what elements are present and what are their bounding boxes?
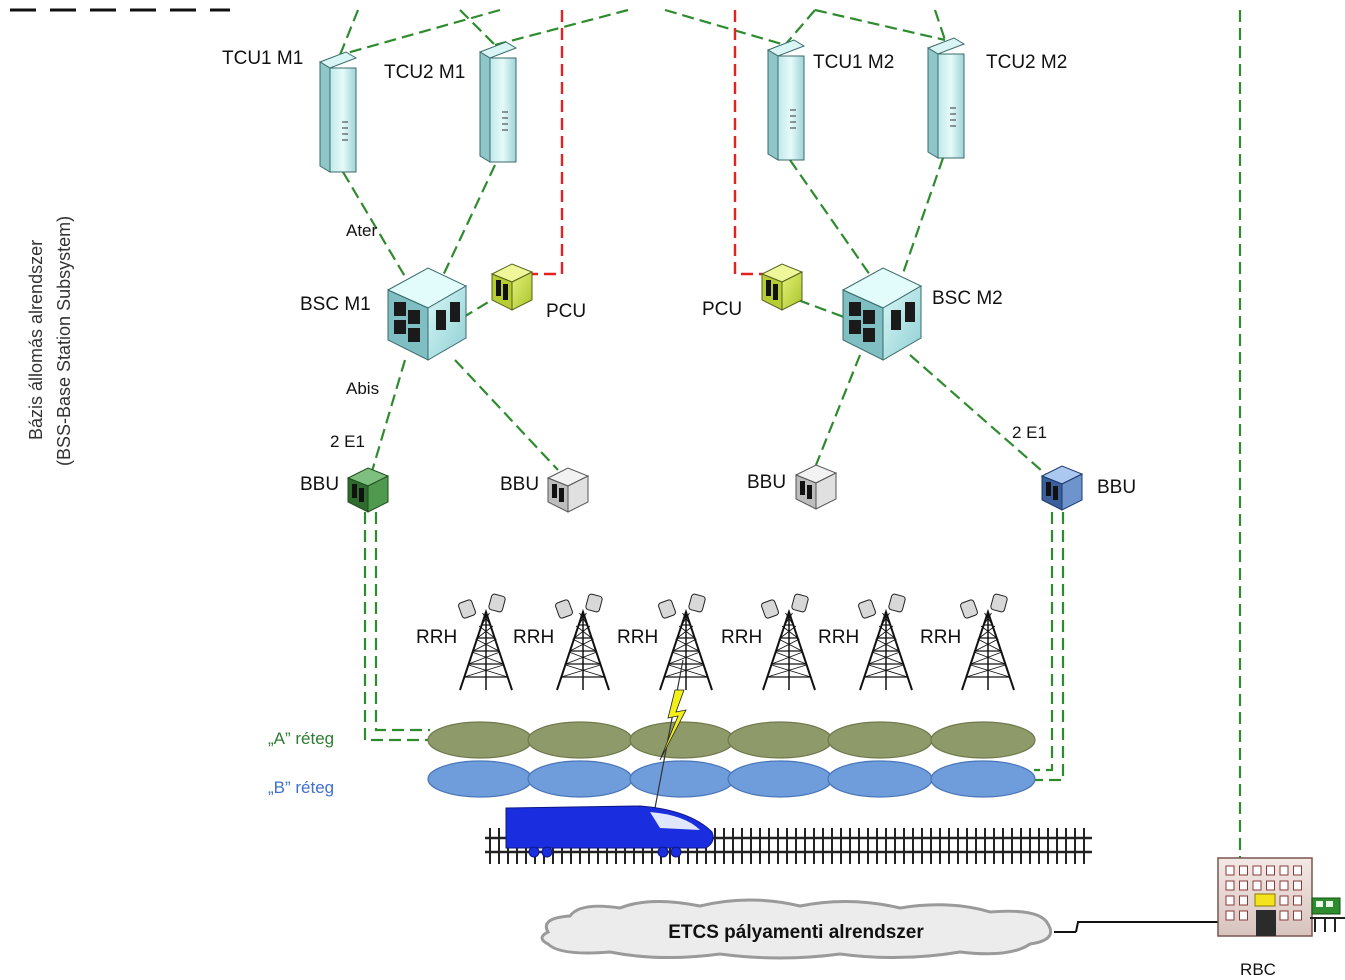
side-title: Bázis állomás alrendszer (BSS-Base Stati…: [26, 216, 74, 466]
bbu-4-label: BBU: [1097, 477, 1136, 498]
bbu-unit-icon: [794, 464, 838, 510]
rrh-label: RRH: [513, 627, 554, 648]
rrh-label: RRH: [721, 627, 762, 648]
layer-b-cell: [827, 760, 933, 798]
bsc-m1-label: BSC M1: [300, 294, 371, 315]
green-links: [338, 8, 1242, 860]
tcu-tower-icon: [766, 39, 806, 161]
rrh-labels: RRH RRH RRH RRH RRH RRH: [416, 627, 961, 648]
rrh-tower-icon: [658, 593, 713, 691]
layer-a-cells: [427, 721, 1036, 759]
tcu1-m1-label: TCU1 M1: [222, 48, 303, 69]
rbc-label: RBC: [1240, 960, 1276, 979]
rrh-tower-group: [458, 593, 1015, 691]
layer-a-cell: [930, 721, 1036, 759]
rrh-tower-icon: [458, 593, 513, 691]
rrh-label: RRH: [416, 627, 457, 648]
abis-label: Abis: [346, 379, 379, 398]
tcu1-m2-label: TCU1 M2: [813, 52, 894, 73]
rrh-tower-icon: [960, 593, 1015, 691]
locomotive-icon: [1310, 897, 1345, 932]
rrh-label: RRH: [617, 627, 658, 648]
tcu-tower-icon: [318, 51, 358, 173]
layer-b-label: „B” réteg: [268, 778, 334, 797]
bbu-unit-icon: [346, 467, 390, 513]
etcs-cloud: [540, 898, 1218, 960]
layer-a-cell: [427, 721, 533, 759]
tcu-tower-icon: [478, 41, 518, 163]
ater-label: Ater: [346, 221, 378, 240]
rrh-tower-icon: [858, 593, 913, 691]
layer-b-cell: [629, 760, 735, 798]
red-links: [520, 10, 775, 276]
side-title-line1: Bázis állomás alrendszer: [26, 240, 46, 440]
layer-a-cell: [827, 721, 933, 759]
rbc-building-icon: [1217, 857, 1313, 937]
layer-b-cell: [727, 760, 833, 798]
bbu-3-label: BBU: [747, 472, 786, 493]
bsc-m2-label: BSC M2: [932, 288, 1003, 309]
layer-a-cell: [527, 721, 633, 759]
train-icon: [505, 805, 714, 858]
rrh-tower-icon: [761, 593, 816, 691]
layer-b-cell: [427, 760, 533, 798]
layer-b-cell: [930, 760, 1036, 798]
tcu-tower-icon: [926, 37, 966, 159]
rrh-tower-icon: [555, 593, 610, 691]
bsc-server-icon: [386, 267, 468, 361]
rrh-label: RRH: [920, 627, 961, 648]
bbu-unit-icon: [1040, 465, 1084, 511]
pcu-right-label: PCU: [702, 299, 742, 320]
tcu2-m2-label: TCU2 M2: [986, 52, 1067, 73]
layer-a-label: „A” réteg: [268, 729, 334, 748]
etcs-cloud-label: ETCS pályamenti alrendszer: [668, 922, 924, 943]
pcu-left-label: PCU: [546, 301, 586, 322]
layer-b-cell: [527, 760, 633, 798]
pcu-unit-icon: [490, 263, 534, 311]
rrh-label: RRH: [818, 627, 859, 648]
tcu2-m1-label: TCU2 M1: [384, 62, 465, 83]
layer-a-cell: [727, 721, 833, 759]
side-title-line2: (BSS-Base Station Subsystem): [54, 216, 74, 466]
e1-right-label: 2 E1: [1012, 423, 1047, 442]
radio-link-lightning-icon: [654, 659, 687, 809]
bsc-server-icon: [841, 267, 923, 361]
bbu-2-label: BBU: [500, 474, 539, 495]
layer-a-cell: [629, 721, 735, 759]
bbu-unit-icon: [546, 467, 590, 513]
e1-left-label: 2 E1: [330, 432, 365, 451]
pcu-unit-icon: [760, 263, 804, 311]
layer-b-cells: [427, 760, 1036, 798]
bbu-1-label: BBU: [300, 474, 339, 495]
